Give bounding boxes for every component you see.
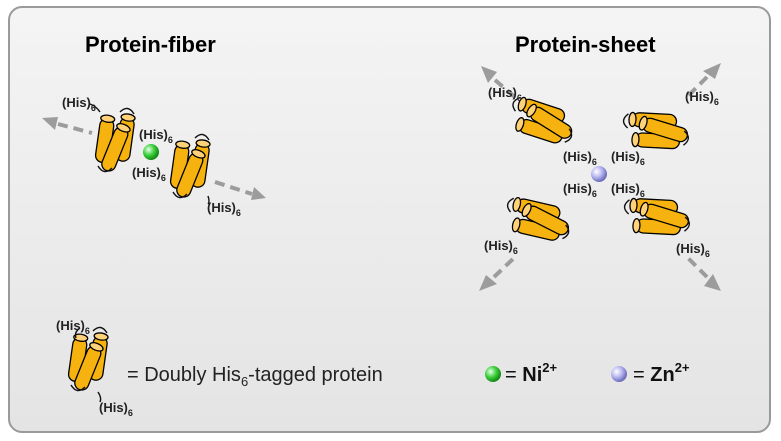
sheet-arrowhead-tr [703,63,721,79]
his-tag-label: (His)6 [563,181,597,199]
sheet-arrow-br [686,256,709,279]
fiber-arrowhead-right [251,187,266,200]
helix-bundle-icon [623,192,693,241]
zn-legend-label: = Zn2+ [633,360,690,386]
sheet-arrowhead-br [704,274,721,291]
helix-bundle-icon [168,133,212,200]
fiber-title: Protein-fiber [85,32,216,57]
helix-bundle-icon [622,106,692,155]
helix-bundle-icon [93,107,137,174]
his-tag-label: (His)6 [139,127,173,145]
sheet-title: Protein-sheet [515,32,656,57]
ni-ion-icon [485,366,501,382]
his-tag-label: (His)6 [56,318,90,336]
fiber-arrow-right [214,180,253,196]
his-tag-label: (His)6 [676,241,710,259]
his-tag-label: (His)6 [488,85,522,103]
helix-bundle-icon [504,195,574,244]
his-tag-label: (His)6 [611,181,645,199]
his-tag-label: (His)6 [563,149,597,167]
sheet-arrowhead-tl [481,66,497,83]
helix-bundle-icon [66,326,110,393]
sheet-arrow-tl [493,78,518,100]
ni-ion-icon [143,144,159,160]
his-tag-label: (His)6 [99,400,133,418]
his-tag-label: (His)6 [132,165,166,183]
fiber-arrowhead-left [42,117,58,130]
zn-ion-icon [611,366,627,382]
his-tag-label: (His)6 [62,95,96,113]
sheet-arrowhead-bl [479,275,497,291]
fiber-assembly [42,103,266,205]
legend: (His)6 (His)6 = Doubly His6-tagged prote… [56,318,690,418]
his-tag-label: (His)6 [484,238,518,256]
his-tag-label: (His)6 [207,200,241,218]
sheet-arrow-tr [686,75,709,98]
helix-bundle-icon [506,94,579,148]
sheet-arrow-bl [492,256,516,279]
zn-ion-icon [591,166,607,182]
his-tag-label: (His)6 [685,89,719,107]
ni-legend-label: = Ni2+ [505,360,557,386]
sheet-assembly [479,63,721,291]
fiber-arrow-left [57,122,93,135]
his-tag-label: (His)6 [611,149,645,167]
protein-legend-label: = Doubly His6-tagged protein [127,364,383,389]
